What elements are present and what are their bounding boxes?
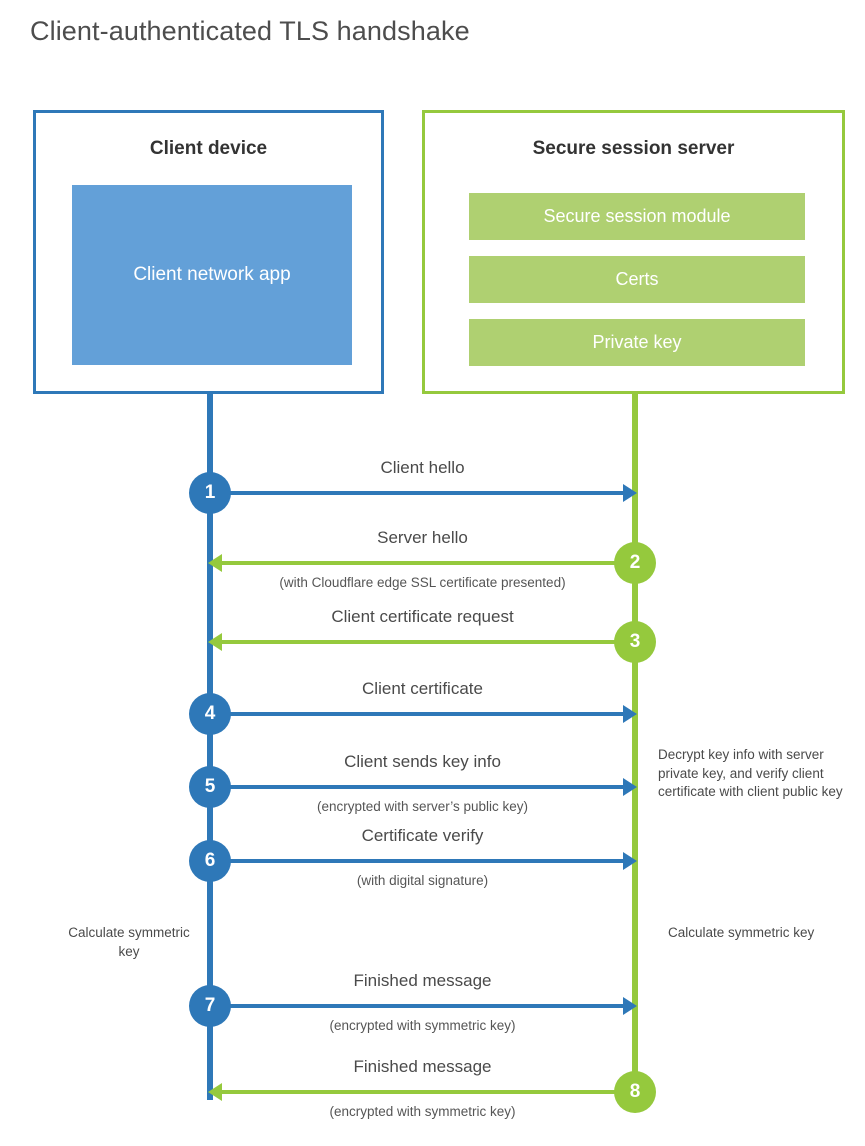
arrow-head	[208, 554, 222, 572]
arrow-shaft	[210, 1004, 623, 1008]
step-circle-5[interactable]: 5	[189, 766, 231, 808]
message-label-2: Server hello	[377, 528, 468, 547]
server-lifeline	[632, 394, 638, 1093]
arrow-head	[208, 633, 222, 651]
step-circle-1[interactable]: 1	[189, 472, 231, 514]
message-sublabel-6: (with digital signature)	[356, 873, 489, 888]
arrow-head	[208, 1083, 222, 1101]
message-label-4: Client certificate	[362, 679, 483, 698]
client-network-app-label: Client network app	[133, 264, 291, 286]
message-label-3: Client certificate request	[331, 607, 514, 626]
arrow-shaft	[210, 785, 623, 789]
arrow-shaft	[210, 712, 623, 716]
step-circle-6[interactable]: 6	[189, 840, 231, 882]
arrow-shaft	[222, 561, 635, 565]
message-sublabel-2: (with Cloudflare edge SSL certificate pr…	[279, 575, 566, 590]
arrow-head	[623, 852, 637, 870]
secure-session-server-title: Secure session server	[532, 138, 735, 159]
secure-session-module-label: Secure session module	[543, 206, 731, 226]
message-label-6: Certificate verify	[361, 826, 484, 845]
step-circle-2[interactable]: 2	[614, 542, 656, 584]
certs-block: Certs	[469, 256, 805, 303]
client-device-box: Client device Client network app	[33, 110, 384, 394]
step-circle-7[interactable]: 7	[189, 985, 231, 1027]
certs-label: Certs	[615, 269, 659, 289]
server-decrypt-annotation: Decrypt key info with server private key…	[658, 747, 843, 800]
message-label-7: Finished message	[353, 971, 492, 990]
client-network-app-block: Client network app	[72, 185, 352, 365]
server-calculate-symmetric-key-annotation: Calculate symmetric key	[668, 925, 815, 940]
step-circle-8[interactable]: 8	[614, 1071, 656, 1113]
private-key-label: Private key	[592, 332, 682, 352]
message-sublabel-8: (encrypted with symmetric key)	[329, 1104, 516, 1119]
client-lifeline	[207, 394, 213, 1100]
arrow-head	[623, 997, 637, 1015]
arrow-shaft	[222, 640, 635, 644]
private-key-block: Private key	[469, 319, 805, 366]
arrow-shaft	[210, 491, 623, 495]
arrow-head	[623, 484, 637, 502]
message-sublabel-7: (encrypted with symmetric key)	[329, 1018, 516, 1033]
client-calculate-symmetric-key-annotation: Calculate symmetric key	[68, 925, 190, 959]
secure-session-server-box: Secure session server Secure session mod…	[422, 110, 845, 394]
secure-session-module-block: Secure session module	[469, 193, 805, 240]
arrow-shaft	[210, 859, 623, 863]
message-sublabel-5: (encrypted with server’s public key)	[316, 799, 529, 814]
step-circle-3[interactable]: 3	[614, 621, 656, 663]
arrow-shaft	[222, 1090, 635, 1094]
step-circle-4[interactable]: 4	[189, 693, 231, 735]
message-label-8: Finished message	[353, 1057, 492, 1076]
message-label-5: Client sends key info	[344, 752, 501, 771]
arrow-head	[623, 778, 637, 796]
client-device-title: Client device	[149, 138, 268, 159]
message-label-1: Client hello	[380, 458, 465, 477]
page-title: Client-authenticated TLS handshake	[30, 16, 470, 46]
arrow-head	[623, 705, 637, 723]
